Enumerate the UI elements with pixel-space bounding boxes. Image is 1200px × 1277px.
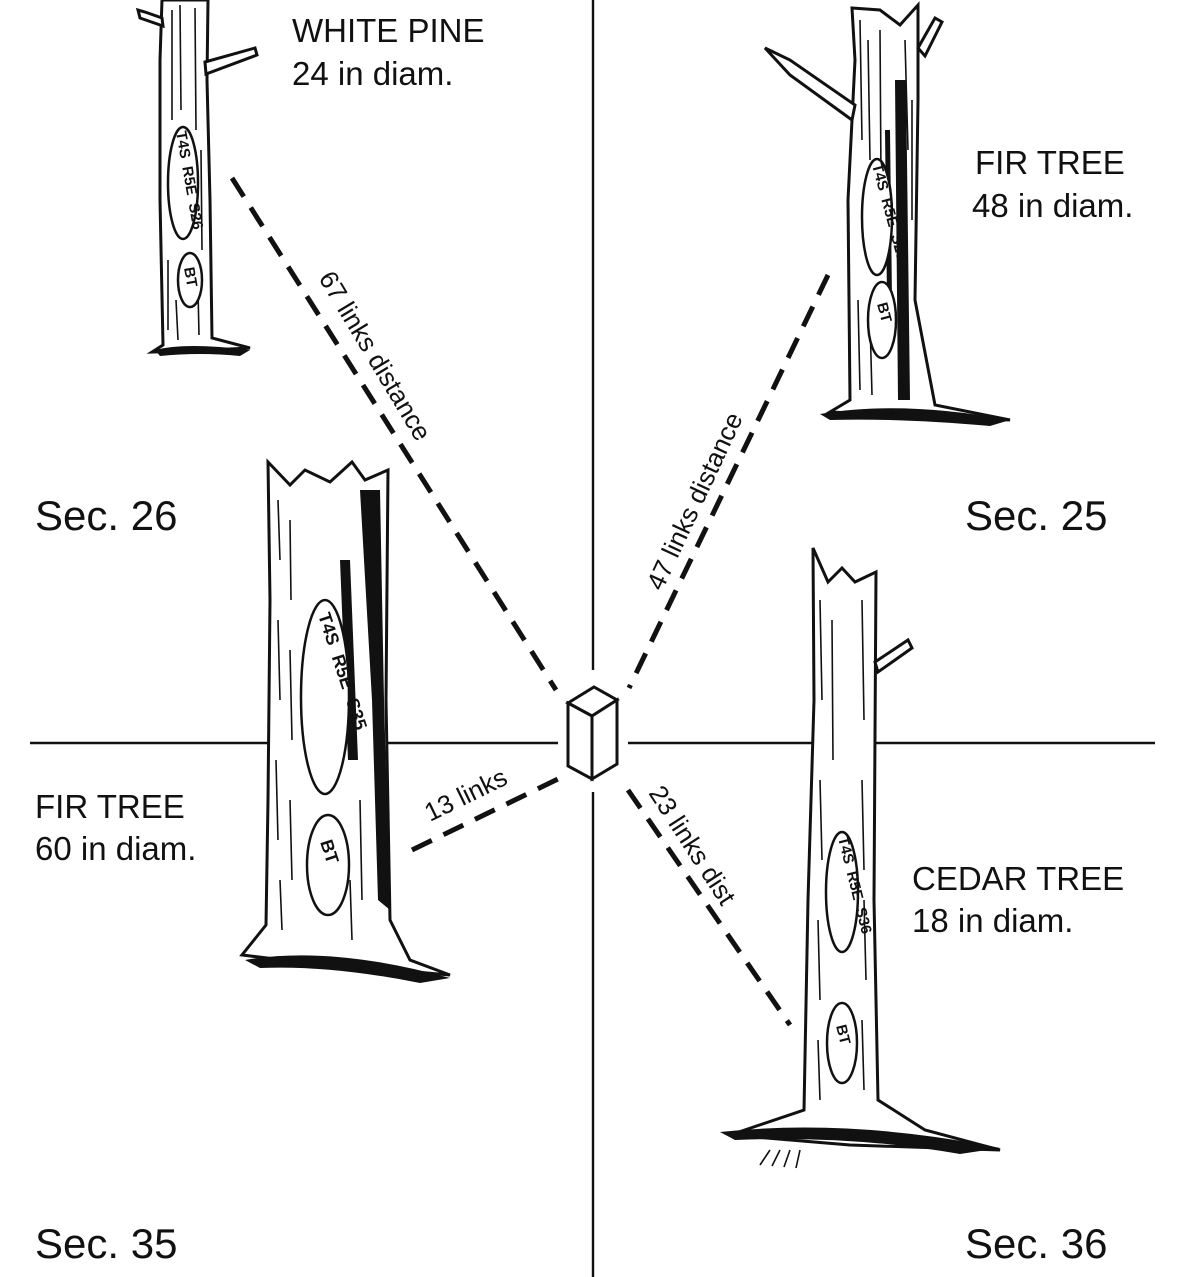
fir-tree-ne-illustration: T4S R5E S25 BT [763,1,1011,426]
tree-sw-bt-blaze [305,813,351,917]
tree-nw-blaze-text: T4S R5E S26 [172,130,206,231]
tree-nw-bt-blaze [176,251,204,309]
tree-ne-species: FIR TREE [975,144,1125,181]
section-label-35: Sec. 35 [35,1220,177,1267]
distance-line-nw [229,176,559,692]
distance-label-sw: 13 links [419,762,511,828]
white-pine-tree-illustration: T4S R5E S26 BT [135,0,259,356]
tree-se-bt-blaze [825,1001,859,1085]
tree-ne-bt-text: BT [873,301,895,325]
tree-ne-blaze-text: T4S R5E S25 [868,162,910,263]
tree-se-blaze [824,830,860,954]
corner-post [565,685,620,782]
fir-tree-sw-illustration: T4S R5E S35 BT [239,458,451,983]
tree-sw-species: FIR TREE [35,788,185,825]
tree-ne-bt-blaze [866,280,898,360]
tree-se-diameter: 18 in diam. [912,902,1073,939]
tree-nw-species: WHITE PINE [292,12,485,49]
tree-se-blaze-text: T4S R5E S36 [834,835,875,936]
distance-label-ne: 47 links distance [640,408,748,595]
cedar-tree-illustration: T4S R5E S36 BT [720,547,1001,1169]
distance-line-ne [626,273,831,690]
tree-se-bt-text: BT [832,1023,853,1047]
tree-se-species: CEDAR TREE [912,860,1124,897]
tree-nw-blaze [166,125,200,241]
tree-ne-diameter: 48 in diam. [972,187,1133,224]
tree-ne-blaze [860,157,894,277]
distance-line-se [625,788,793,1027]
tree-sw-blaze [299,598,351,796]
section-label-26: Sec. 26 [35,492,177,539]
section-label-36: Sec. 36 [965,1220,1107,1267]
section-label-25: Sec. 25 [965,492,1107,539]
distance-label-se: 23 links dist [643,780,743,911]
tree-nw-bt-text: BT [180,266,200,289]
distance-label-nw: 67 links distance [313,266,438,446]
tree-nw-diameter: 24 in diam. [292,55,453,92]
distance-line-sw [410,775,562,853]
tree-sw-diameter: 60 in diam. [35,830,196,867]
